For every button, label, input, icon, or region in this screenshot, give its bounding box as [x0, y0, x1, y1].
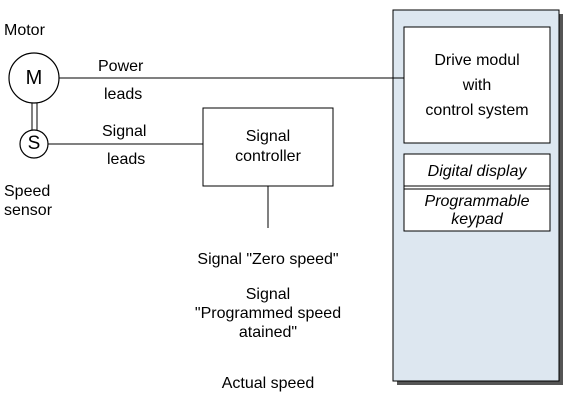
digital-display-label: Digital display: [427, 163, 527, 180]
programmed-speed-label-line1: Signal: [245, 286, 291, 303]
signal-controller-label-line2: controller: [235, 148, 301, 165]
actual-speed-label: Actual speed: [221, 375, 315, 392]
keypad-label-line1: Programmable: [424, 193, 530, 210]
programmed-speed-label-line3: atained": [238, 324, 298, 341]
display-keypad-box: [403, 153, 551, 232]
drive-module-label-line2: with: [462, 77, 492, 94]
drive-module-label-line3: control system: [425, 102, 529, 119]
speed-sensor-label-line1: Speed: [4, 183, 51, 200]
power-leads-label-line2: leads: [104, 86, 143, 103]
signal-controller-box: [202, 107, 334, 187]
signal-leads-label-line1: Signal: [102, 123, 147, 140]
keypad-label-line2: keypad: [451, 211, 503, 228]
sensor-symbol: S: [27, 133, 41, 154]
programmed-speed-label-line2: "Programmed speed: [194, 305, 342, 322]
drive-module-box: [403, 26, 551, 144]
drive-module-label-line1: Drive modul: [434, 52, 520, 69]
motor-title: Motor: [4, 22, 45, 39]
zero-speed-signal-label: Signal "Zero speed": [197, 251, 339, 268]
power-leads-label-line1: Power: [98, 58, 144, 75]
speed-sensor-label-line2: sensor: [4, 202, 53, 219]
motor-symbol: M: [25, 67, 43, 89]
signal-leads-label-line2: leads: [107, 151, 146, 168]
signal-controller-label-line1: Signal: [245, 128, 291, 145]
